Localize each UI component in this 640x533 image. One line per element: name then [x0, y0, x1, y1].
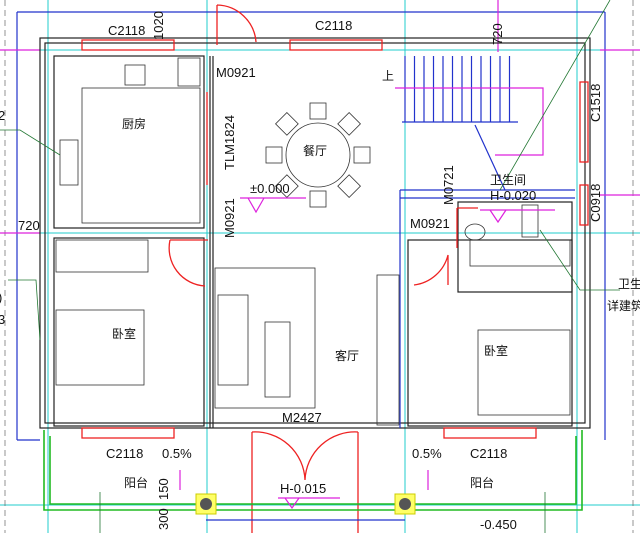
dim-150: 150 [156, 478, 171, 500]
label-m0721: M0721 [441, 165, 456, 205]
label-c1518: C1518 [588, 84, 603, 122]
furniture [0, 0, 620, 426]
staircase [395, 56, 544, 191]
room-kitchen: 厨房 [122, 116, 146, 131]
label-m0921: M0921 [216, 65, 256, 80]
room-dining: 餐厅 [303, 143, 327, 158]
bed-right [477, 329, 571, 416]
window-c2118-top-mid [289, 39, 383, 51]
openings [81, 4, 589, 533]
rug [214, 267, 316, 409]
note-text: 卫生 [618, 277, 640, 291]
level-label: H-0.015 [280, 481, 326, 496]
dining-chair [309, 102, 327, 120]
labels: 厨房 餐厅 客厅 卫生间 卧室 卧室 阳台 阳台 C2118 C2118 102… [0, 11, 640, 532]
room-balcony-right: 阳台 [470, 475, 494, 490]
edge-text: 3 [0, 312, 5, 327]
window-c1518 [579, 81, 589, 163]
stove-icon [59, 139, 79, 186]
window-c2118-top-left [81, 39, 175, 51]
label-c0918: C0918 [588, 184, 603, 222]
window-c2118-bottom-left [81, 427, 175, 439]
dining-chair [337, 112, 361, 136]
label-tlm1824: TLM1824 [222, 115, 237, 170]
level-markers [240, 197, 555, 510]
label-m0921: M0921 [222, 198, 237, 238]
room-living: 客厅 [335, 348, 359, 363]
label-c2118: C2118 [315, 18, 352, 33]
dim-720: 720 [18, 218, 40, 233]
label-m2427: M2427 [282, 410, 322, 425]
door-m0921-right [413, 254, 449, 286]
dim-300: 300 [156, 508, 171, 530]
door-m2427 [251, 431, 359, 533]
edge-text: 2 [0, 108, 5, 123]
walls [39, 37, 591, 429]
level-label: H-0.020 [490, 188, 536, 203]
slope-label: 0.5% [412, 446, 442, 461]
label-m0921: M0921 [410, 216, 450, 231]
kitchen-counter [81, 87, 201, 224]
dining-chair [309, 190, 327, 208]
dining-chair [275, 174, 299, 198]
dining-chair [337, 174, 361, 198]
dining-chair [275, 112, 299, 136]
coffee-table [264, 321, 291, 398]
door-m0921-left [168, 239, 208, 287]
room-bedroom-left: 卧室 [112, 326, 136, 341]
wardrobe-right [469, 239, 571, 267]
bed-left [55, 309, 145, 386]
note-text: 详建筑 [607, 298, 640, 313]
dim-1020: 1020 [151, 11, 166, 40]
window-c0918 [579, 184, 589, 226]
dining-chair [353, 146, 371, 164]
window-c2118-bottom-right [443, 427, 537, 439]
level-label: -0.450 [480, 517, 517, 532]
door-m0921-top [216, 4, 257, 45]
washbasin-icon [464, 223, 486, 241]
dining-chair [265, 146, 283, 164]
room-bathroom: 卫生间 [490, 173, 526, 187]
sink-icon [124, 64, 146, 86]
wardrobe-left [55, 239, 149, 273]
toilet-icon [521, 204, 539, 238]
label-c2118: C2118 [108, 23, 145, 38]
dining-table [285, 122, 351, 188]
fridge-icon [177, 57, 201, 87]
door-m0721 [456, 207, 478, 248]
balcony [43, 430, 583, 533]
slope-label: 0.5% [162, 446, 192, 461]
stair-up-label: 上 [382, 69, 394, 83]
dim-720: 720 [490, 23, 505, 45]
room-bedroom-right: 卧室 [484, 343, 508, 358]
edge-text: ) [0, 290, 2, 305]
room-balcony-left: 阳台 [124, 475, 148, 490]
tv-cabinet [376, 274, 400, 426]
level-label: ±0.000 [250, 181, 290, 196]
sofa [217, 294, 249, 386]
label-c2118: C2118 [106, 446, 143, 461]
label-c2118: C2118 [470, 446, 507, 461]
